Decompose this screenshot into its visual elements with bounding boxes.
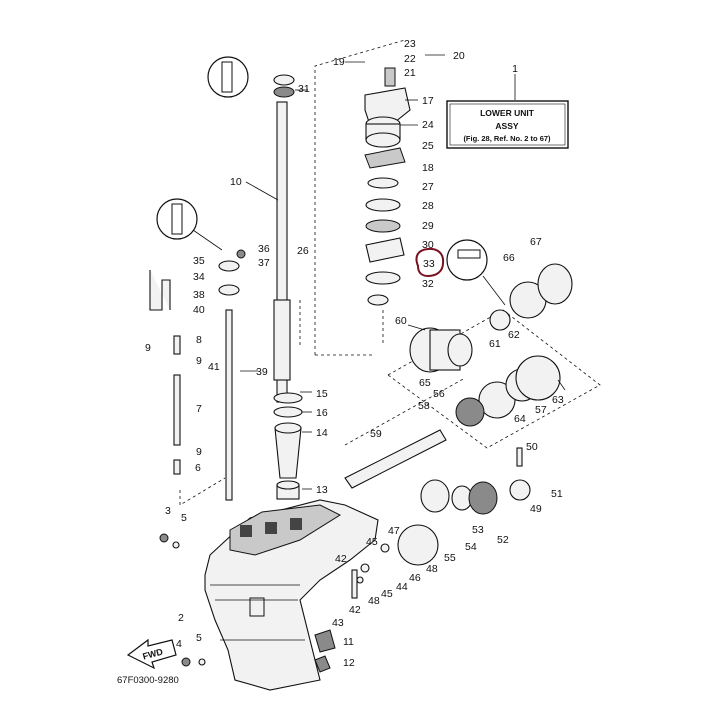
callout-20: 20	[453, 50, 465, 62]
callout-11: 11	[343, 636, 354, 648]
callout-35: 35	[193, 255, 205, 267]
callout-17: 17	[422, 95, 434, 107]
callout-58: 58	[418, 400, 430, 412]
callout-16: 16	[316, 407, 328, 419]
grease-pictograms	[156, 56, 506, 306]
callout-39: 39	[256, 366, 268, 378]
callout-1: 1	[512, 63, 518, 75]
callout-49: 49	[530, 503, 542, 515]
shift-rod-assembly	[149, 249, 246, 667]
callout-6: 6	[195, 462, 201, 474]
title-box-line1: LOWER UNIT	[480, 108, 535, 118]
callout-15: 15	[316, 388, 328, 400]
callout-27: 27	[422, 181, 434, 193]
callout-48-right: 48	[426, 563, 438, 575]
callout-55: 55	[444, 552, 456, 564]
callout-67: 67	[530, 236, 542, 248]
callout-18: 18	[422, 162, 434, 174]
callout-7: 7	[196, 403, 202, 415]
callout-43: 43	[332, 617, 344, 629]
callout-8: 8	[196, 334, 202, 346]
callout-51: 51	[551, 488, 563, 500]
callout-25: 25	[422, 140, 434, 152]
callout-9-left: 9	[145, 342, 151, 354]
callout-46: 46	[409, 572, 421, 584]
callout-52: 52	[497, 534, 509, 546]
callout-64: 64	[514, 413, 526, 425]
callout-45-lower: 45	[381, 588, 393, 600]
callout-42-lower: 42	[349, 604, 361, 616]
callout-34: 34	[193, 271, 205, 283]
callout-26: 26	[297, 245, 309, 257]
callout-62: 62	[508, 329, 520, 341]
callout-2: 2	[178, 612, 184, 624]
callout-65: 65	[419, 377, 431, 389]
callout-57: 57	[535, 404, 547, 416]
forward-arrow: FWD	[126, 638, 177, 670]
callout-10: 10	[230, 176, 242, 188]
highlight-marker-33	[415, 247, 445, 278]
callout-40: 40	[193, 304, 205, 316]
callout-60: 60	[395, 315, 407, 327]
callout-5-upper: 5	[181, 512, 187, 524]
callout-45-upper: 45	[366, 536, 378, 548]
callout-56: 56	[433, 388, 445, 400]
callout-5-lower: 5	[196, 632, 202, 644]
callout-66: 66	[503, 252, 515, 264]
callout-30: 30	[422, 239, 434, 251]
callout-12: 12	[343, 657, 355, 669]
callout-41: 41	[208, 361, 220, 373]
title-box-line2: ASSY	[495, 121, 518, 131]
callout-37: 37	[258, 257, 270, 269]
callout-24: 24	[422, 119, 434, 131]
callout-23: 23	[404, 38, 416, 50]
callout-13: 13	[316, 484, 328, 496]
callout-9-low: 9	[196, 446, 202, 458]
callout-numbers: 2 3 4 5 5 6 7 8 9 9 9 10 11 12 13 14 15 …	[145, 38, 564, 669]
callout-4: 4	[176, 638, 182, 650]
callout-53: 53	[472, 524, 484, 536]
callout-50: 50	[526, 441, 538, 453]
callout-48-lower: 48	[368, 595, 380, 607]
callout-14: 14	[316, 427, 328, 439]
title-box-ref: (Fig. 28, Ref. No. 2 to 67)	[463, 134, 551, 143]
water-pump-assembly	[364, 67, 411, 345]
callout-59: 59	[370, 428, 382, 440]
callout-28: 28	[422, 200, 434, 212]
callout-31: 31	[298, 83, 310, 95]
callout-3: 3	[165, 505, 171, 517]
title-box: 1 LOWER UNIT ASSY (Fig. 28, Ref. No. 2 t…	[446, 63, 569, 149]
callout-32: 32	[422, 278, 434, 290]
callout-44: 44	[396, 581, 408, 593]
callout-54: 54	[465, 541, 477, 553]
diagram-code: 67F0300-9280	[117, 675, 179, 686]
callout-61: 61	[489, 338, 501, 350]
leader-lines	[240, 54, 566, 490]
shift-cam-parts	[314, 524, 439, 673]
callout-22: 22	[404, 53, 416, 65]
callout-38: 38	[193, 289, 205, 301]
callout-42-upper: 42	[335, 553, 347, 565]
drive-shaft-assembly	[273, 74, 303, 500]
callout-21: 21	[404, 67, 416, 79]
callout-9-mid: 9	[196, 355, 202, 367]
callout-33: 33	[423, 258, 435, 270]
callout-63: 63	[552, 394, 564, 406]
callout-47: 47	[388, 525, 400, 537]
callout-29: 29	[422, 220, 434, 232]
lower-casing	[204, 499, 379, 691]
propeller-shaft-assembly	[344, 263, 573, 515]
callout-19: 19	[333, 56, 345, 68]
callout-36: 36	[258, 243, 270, 255]
